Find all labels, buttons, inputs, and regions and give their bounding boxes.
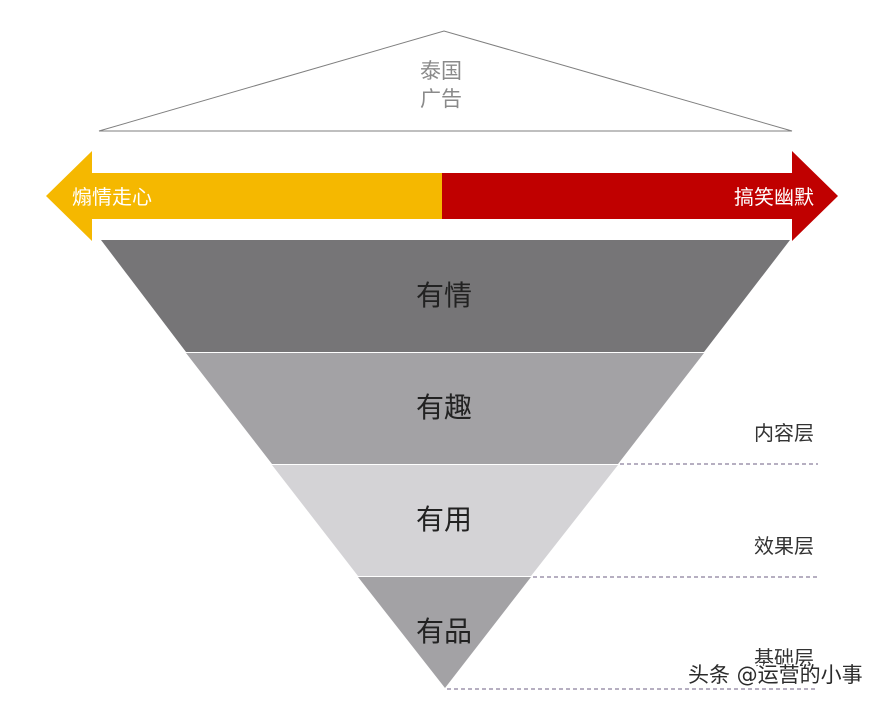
funnel-layer-2 — [186, 353, 704, 464]
side-label-content-layer: 内容层 — [754, 421, 814, 445]
funnel-layer-1 — [101, 240, 790, 352]
roof-text-line2: 广告 — [420, 87, 462, 111]
arrow-left-label: 煽情走心 — [72, 185, 152, 209]
arrow-right-segment — [442, 151, 838, 241]
roof-triangle — [98, 30, 793, 132]
funnel-layer-2-label: 有趣 — [416, 391, 472, 424]
arrow-left-segment — [46, 151, 442, 241]
arrow-right-label: 搞笑幽默 — [734, 185, 814, 209]
funnel-layer-1-label: 有情 — [416, 279, 472, 312]
side-label-base-layer: 基础层 — [754, 646, 814, 670]
funnel-layer-3 — [272, 465, 618, 576]
watermark-text: 头条 @运营的小事 — [688, 663, 863, 687]
side-label-effect-layer: 效果层 — [754, 534, 814, 558]
funnel-layer-3-label: 有用 — [416, 503, 472, 536]
funnel-layer-4-label: 有品 — [416, 615, 472, 648]
funnel-layer-4 — [358, 577, 531, 688]
roof-text-line1: 泰国 — [420, 59, 462, 83]
